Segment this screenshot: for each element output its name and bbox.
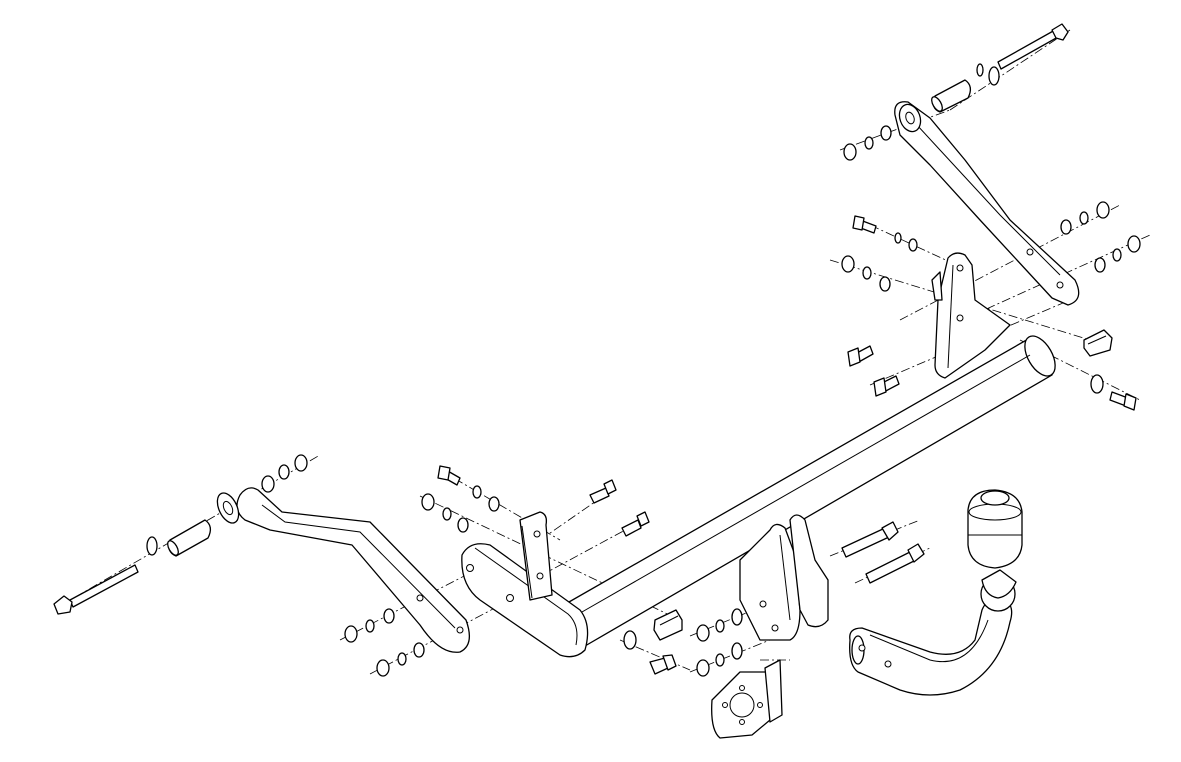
center-bracket xyxy=(519,511,553,601)
long-bolt-left xyxy=(53,564,139,615)
spacer-sleeves xyxy=(167,79,972,557)
tow-bolts xyxy=(841,521,925,584)
left-mounting-plate xyxy=(461,543,589,658)
tow-bracket xyxy=(739,514,829,641)
right-side-arm xyxy=(894,101,1080,306)
tow-ball-cap xyxy=(967,489,1023,569)
left-side-arm xyxy=(216,487,471,653)
tow-ball-neck xyxy=(849,598,1013,696)
short-bolts xyxy=(437,215,1137,675)
socket-plate xyxy=(711,659,783,739)
main-crossbar xyxy=(554,335,1056,647)
right-bracket xyxy=(931,252,1011,379)
nuts-and-washers xyxy=(146,63,1141,677)
tow-ball xyxy=(980,569,1017,612)
cage-nuts xyxy=(653,329,1113,641)
long-bolt-right xyxy=(997,23,1069,70)
